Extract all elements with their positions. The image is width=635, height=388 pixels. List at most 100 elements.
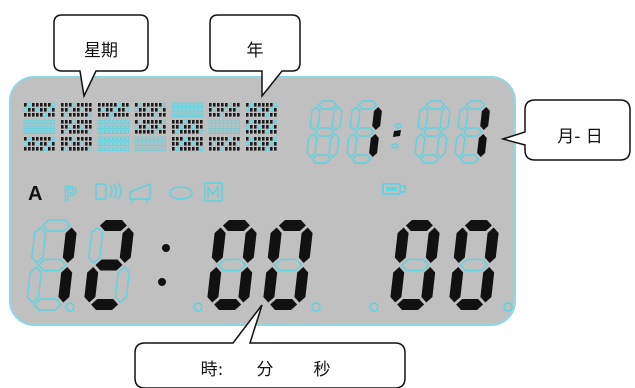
matrix-dot — [221, 142, 224, 146]
matrix-dot — [270, 130, 273, 134]
matrix-dot — [32, 142, 35, 146]
matrix-cell — [134, 136, 166, 151]
matrix-dot — [61, 137, 64, 141]
segment-e — [84, 267, 99, 303]
matrix-dot — [220, 146, 224, 151]
matrix-dot — [196, 147, 199, 151]
segment-c — [58, 267, 73, 303]
segment-d — [91, 299, 119, 310]
segment-f — [417, 106, 429, 131]
matrix-dot — [31, 119, 35, 124]
matrix-dot — [48, 137, 51, 141]
matrix-dot — [220, 124, 224, 129]
matrix-dot — [24, 147, 27, 151]
matrix-dot — [224, 129, 228, 134]
matrix-dot — [135, 103, 138, 107]
matrix-dot — [81, 130, 84, 134]
matrix-dot — [97, 124, 101, 129]
matrix-dot — [23, 124, 27, 129]
matrix-dot — [233, 103, 236, 107]
matrix-dot — [179, 102, 183, 107]
matrix-dot — [246, 147, 249, 151]
matrix-dot — [246, 103, 249, 107]
matrix-dot — [73, 108, 76, 112]
matrix-dot — [61, 113, 64, 117]
matrix-dot — [64, 129, 68, 134]
matrix-dot — [85, 142, 88, 146]
matrix-dot — [199, 112, 203, 117]
callout-second-label: 秒 — [314, 360, 331, 380]
matrix-dot — [159, 130, 162, 134]
matrix-dot — [121, 136, 125, 141]
matrix-dot — [258, 147, 261, 151]
matrix-dot — [212, 141, 216, 146]
matrix-dot — [216, 124, 220, 129]
matrix-dot — [98, 103, 101, 107]
matrix-dot — [81, 120, 84, 124]
segment-f — [309, 106, 321, 131]
segment-b — [62, 227, 77, 263]
matrix-dot — [110, 103, 113, 107]
segment-g — [217, 258, 247, 272]
matrix-dot — [146, 136, 150, 141]
matrix-dot — [188, 125, 191, 129]
matrix-dot — [163, 108, 166, 112]
matrix-dot — [35, 141, 39, 146]
matrix-dot — [269, 107, 273, 112]
matrix-dot — [196, 142, 199, 146]
matrix-dot — [162, 141, 166, 146]
matrix-dot — [273, 136, 277, 141]
matrix-dot — [125, 107, 129, 112]
matrix-dot — [109, 119, 113, 124]
matrix-dot — [122, 103, 125, 107]
matrix-dot — [47, 141, 51, 146]
matrix-dot — [154, 136, 158, 141]
matrix-dot — [43, 129, 47, 134]
matrix-dot — [200, 120, 203, 124]
matrix-dot — [138, 136, 142, 141]
matrix-dot — [138, 119, 142, 124]
matrix-dot — [183, 119, 187, 124]
matrix-dot — [65, 142, 68, 146]
matrix-dot — [200, 137, 203, 141]
matrix-dot — [175, 102, 179, 107]
matrix-dot — [113, 129, 117, 134]
time-digit-group — [26, 219, 499, 311]
matrix-dot — [40, 142, 43, 146]
matrix-dot — [105, 136, 109, 141]
segment-a — [41, 219, 71, 232]
matrix-dot — [142, 146, 146, 151]
matrix-dot — [270, 147, 273, 151]
matrix-dot — [188, 142, 191, 146]
matrix-dot — [39, 129, 43, 134]
matrix-dot — [146, 107, 150, 112]
matrix-dot — [262, 125, 265, 129]
matrix-dot — [109, 141, 113, 146]
matrix-dot — [188, 120, 191, 124]
matrix-dot — [151, 108, 154, 112]
matrix-dot — [101, 129, 105, 134]
matrix-dot — [250, 113, 253, 117]
matrix-dot — [269, 124, 273, 129]
matrix-dot — [85, 147, 88, 151]
matrix-dot — [27, 119, 31, 124]
matrix-dot — [81, 137, 84, 141]
matrix-dot — [143, 130, 146, 134]
matrix-dot — [65, 108, 68, 112]
matrix-dot — [233, 142, 236, 146]
matrix-dot — [183, 112, 187, 117]
matrix-dot — [188, 147, 191, 151]
segment-c — [114, 266, 130, 304]
matrix-dot — [27, 136, 31, 141]
matrix-dot — [73, 125, 76, 129]
matrix-dot — [171, 112, 175, 117]
callout-month-day-label: 月- 日 — [557, 127, 603, 147]
matrix-dot — [68, 107, 72, 112]
matrix-dot — [196, 130, 199, 134]
segment-f — [349, 106, 361, 131]
matrix-dot — [40, 108, 43, 112]
matrix-dot — [191, 141, 195, 146]
matrix-dot — [266, 108, 269, 112]
matrix-dot — [257, 124, 261, 129]
matrix-dot — [192, 120, 195, 124]
